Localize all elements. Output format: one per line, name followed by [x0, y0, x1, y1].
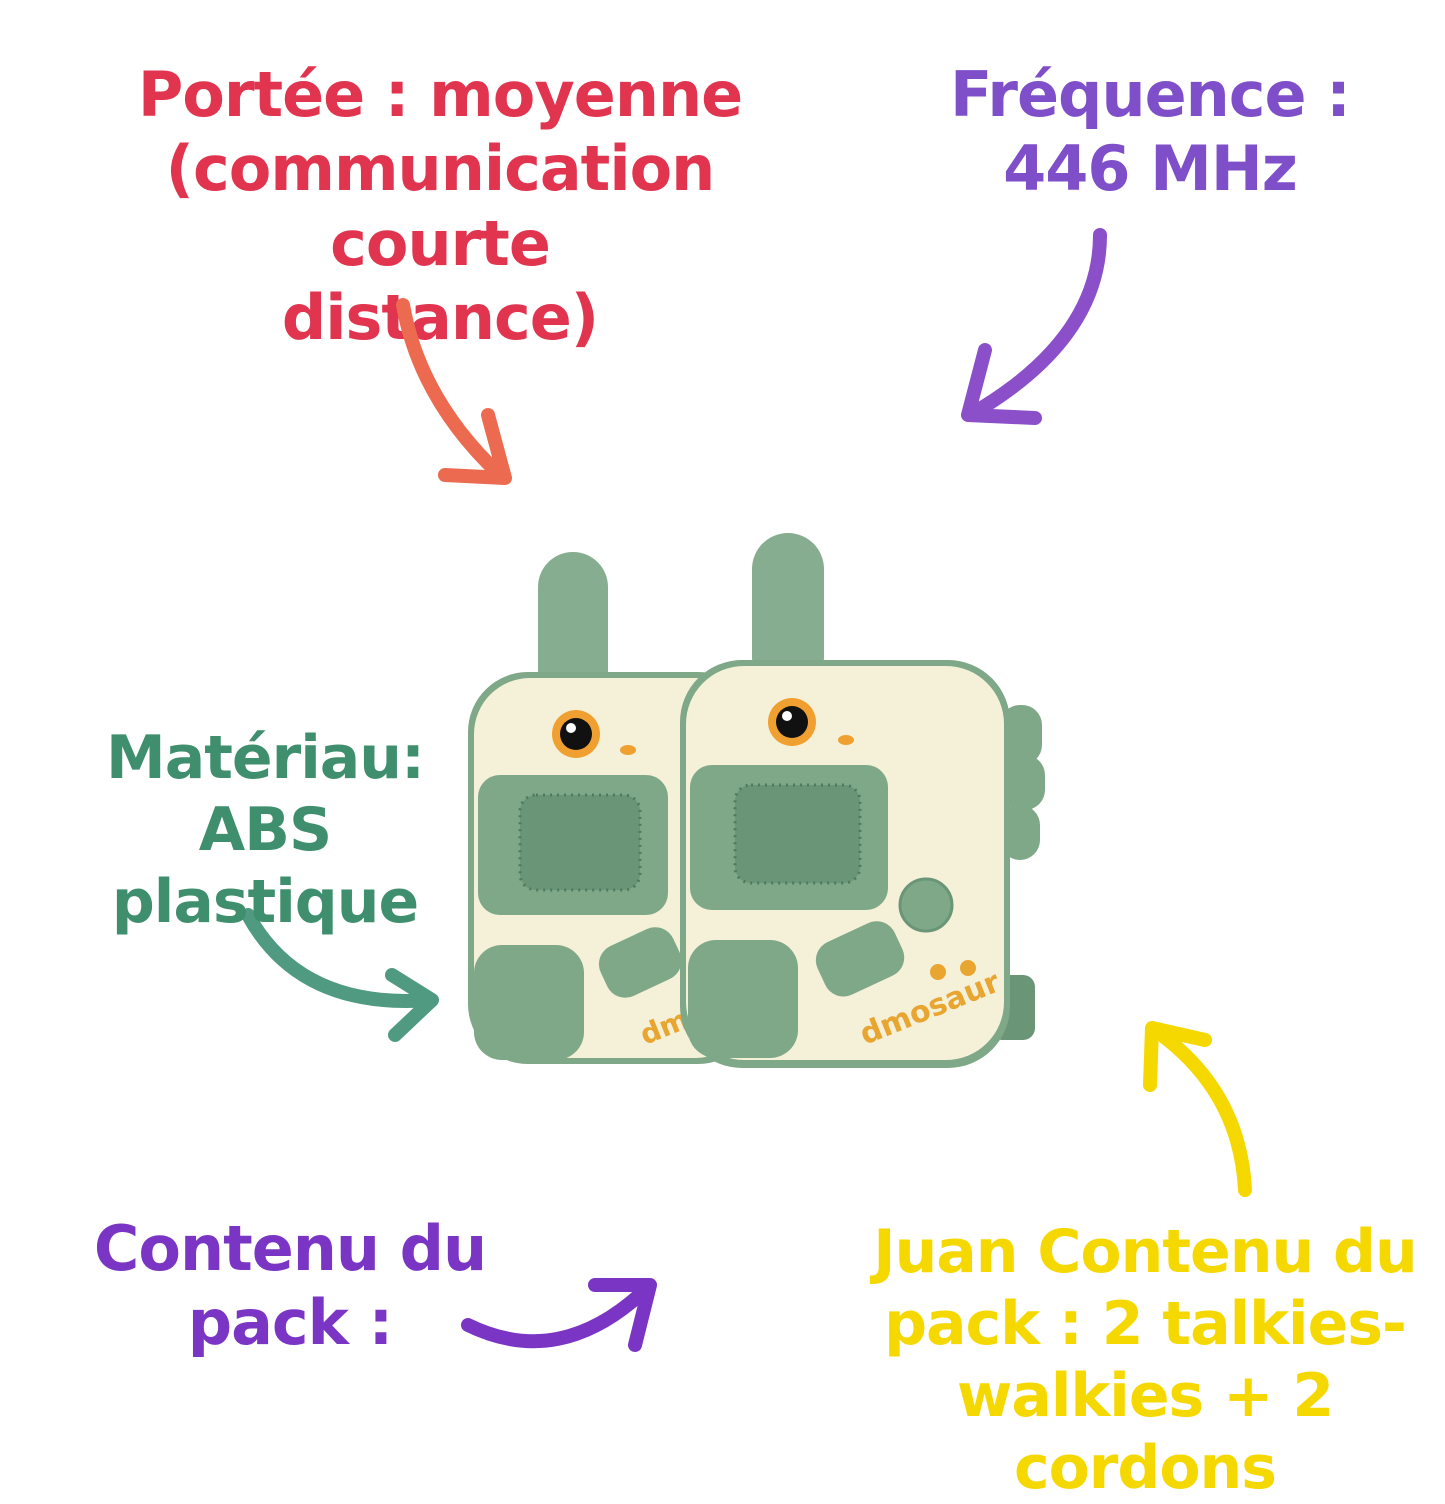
- range-line-1: Portée : moyenne: [137, 58, 743, 131]
- pack-line-2: pack :: [187, 1286, 394, 1360]
- product-illustration: dmosaur dmosaur: [241, 228, 1252, 1352]
- pack-contents-line-2: pack : 2 talkies-: [884, 1289, 1407, 1359]
- frequency-arrow: [961, 228, 1107, 425]
- range-line-2: (communication courte: [165, 132, 716, 280]
- pack-full-arrow: [1143, 1021, 1252, 1197]
- frequency-line-2: 446 MHz: [1003, 132, 1298, 206]
- pack-label: Contenu du pack :: [80, 1212, 500, 1361]
- range-arrow: [396, 298, 512, 485]
- pack-contents-line-1: Juan Contenu du: [873, 1217, 1417, 1287]
- frequency-line-1: Fréquence :: [950, 58, 1351, 131]
- material-label: Matériau: ABS plastique: [40, 722, 490, 938]
- material-arrow: [241, 908, 439, 1042]
- walkie-talkie-right: dmosaur: [680, 533, 1045, 1068]
- pack-line-1: Contenu du: [93, 1212, 487, 1285]
- frequency-label: Fréquence : 446 MHz: [940, 58, 1360, 207]
- material-line-1: Matériau:: [106, 723, 425, 793]
- pack-contents-label: Juan Contenu du pack : 2 talkies- walkie…: [860, 1216, 1430, 1504]
- pack-contents-line-3: walkies + 2 cordons: [956, 1361, 1334, 1503]
- range-label: Portée : moyenne (communication courte d…: [60, 58, 820, 356]
- talk-button: [815, 921, 905, 997]
- range-line-3: distance): [281, 281, 599, 355]
- material-line-2: ABS plastique: [111, 795, 419, 937]
- pack-arrow: [461, 1278, 657, 1352]
- power-button: [898, 877, 954, 933]
